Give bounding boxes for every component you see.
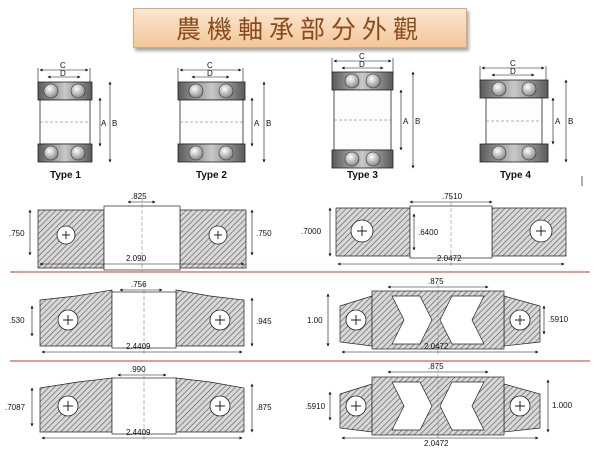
type-4-label: Type 4: [500, 170, 531, 181]
dim-bottom: 2.4409: [126, 428, 151, 437]
dim-right: .750: [256, 229, 272, 238]
section-drawing-3: .756 .530 .945 2.4409: [9, 280, 272, 356]
type-3-drawing: C D A B Type 3: [331, 52, 420, 181]
dim-top: .990: [130, 365, 146, 374]
type-2-label: Type 2: [196, 170, 227, 181]
section-drawing-1: .825 .750 .750 2.090: [9, 192, 272, 272]
dim-right: .945: [256, 317, 272, 326]
dim-c: C: [359, 52, 365, 61]
dim-d: D: [510, 67, 516, 76]
section-drawing-6: .875 .5910 1.000 2.0472: [305, 362, 573, 448]
dim-left: .530: [9, 316, 25, 325]
dim-right: 1.000: [552, 401, 573, 410]
dim-d: D: [60, 69, 66, 78]
dim-mid: .6400: [418, 228, 439, 237]
type-1-label: Type 1: [50, 170, 81, 181]
dim-b: B: [568, 117, 573, 126]
dim-a: A: [101, 119, 107, 128]
type-3-label: Type 3: [347, 170, 378, 181]
dim-bottom: 2.0472: [424, 342, 449, 351]
dim-b: B: [266, 119, 271, 128]
dim-a: A: [403, 117, 409, 126]
type-4-drawing: C D A B Type 4: [479, 59, 583, 186]
dim-right: .875: [256, 403, 272, 412]
dim-top: .7510: [442, 192, 463, 201]
type-1-drawing: C D A B Type 1: [37, 61, 117, 181]
dim-d: D: [207, 69, 213, 78]
dim-c: C: [60, 61, 66, 70]
page-title: 農機軸承部分外觀: [175, 15, 424, 44]
section-drawing-2: .7510 .7000 .6400 2.0472: [301, 192, 567, 268]
title-banner: 農機軸承部分外觀: [133, 8, 467, 48]
dim-bottom: 2.4409: [126, 342, 151, 351]
dim-bottom: 2.0472: [424, 439, 449, 448]
dim-left: .5910: [305, 402, 326, 411]
dim-left: .750: [9, 229, 25, 238]
dim-left: .7087: [5, 403, 26, 412]
type-2-drawing: C D A B Type 2: [177, 61, 271, 181]
section-drawing-5: .990 .7087 .875 2.4409: [5, 365, 272, 442]
dim-a: A: [254, 119, 260, 128]
dim-d: D: [359, 60, 365, 69]
dim-a: A: [555, 117, 561, 126]
dim-top: .825: [131, 192, 147, 201]
dim-left: 1.00: [307, 316, 323, 325]
dim-c: C: [207, 61, 213, 70]
dim-bottom: 2.090: [126, 254, 147, 263]
dim-b: B: [112, 119, 117, 128]
dim-top: .756: [131, 280, 147, 289]
dim-right: .5910: [548, 315, 569, 324]
dim-left: .7000: [301, 227, 322, 236]
dim-top: .875: [428, 277, 444, 286]
section-drawing-4: .875 1.00 .5910 2.0472: [307, 277, 569, 356]
dim-top: .875: [428, 362, 444, 371]
dim-b: B: [415, 117, 420, 126]
dim-bottom: 2.0472: [437, 254, 462, 263]
dim-c: C: [510, 59, 516, 68]
